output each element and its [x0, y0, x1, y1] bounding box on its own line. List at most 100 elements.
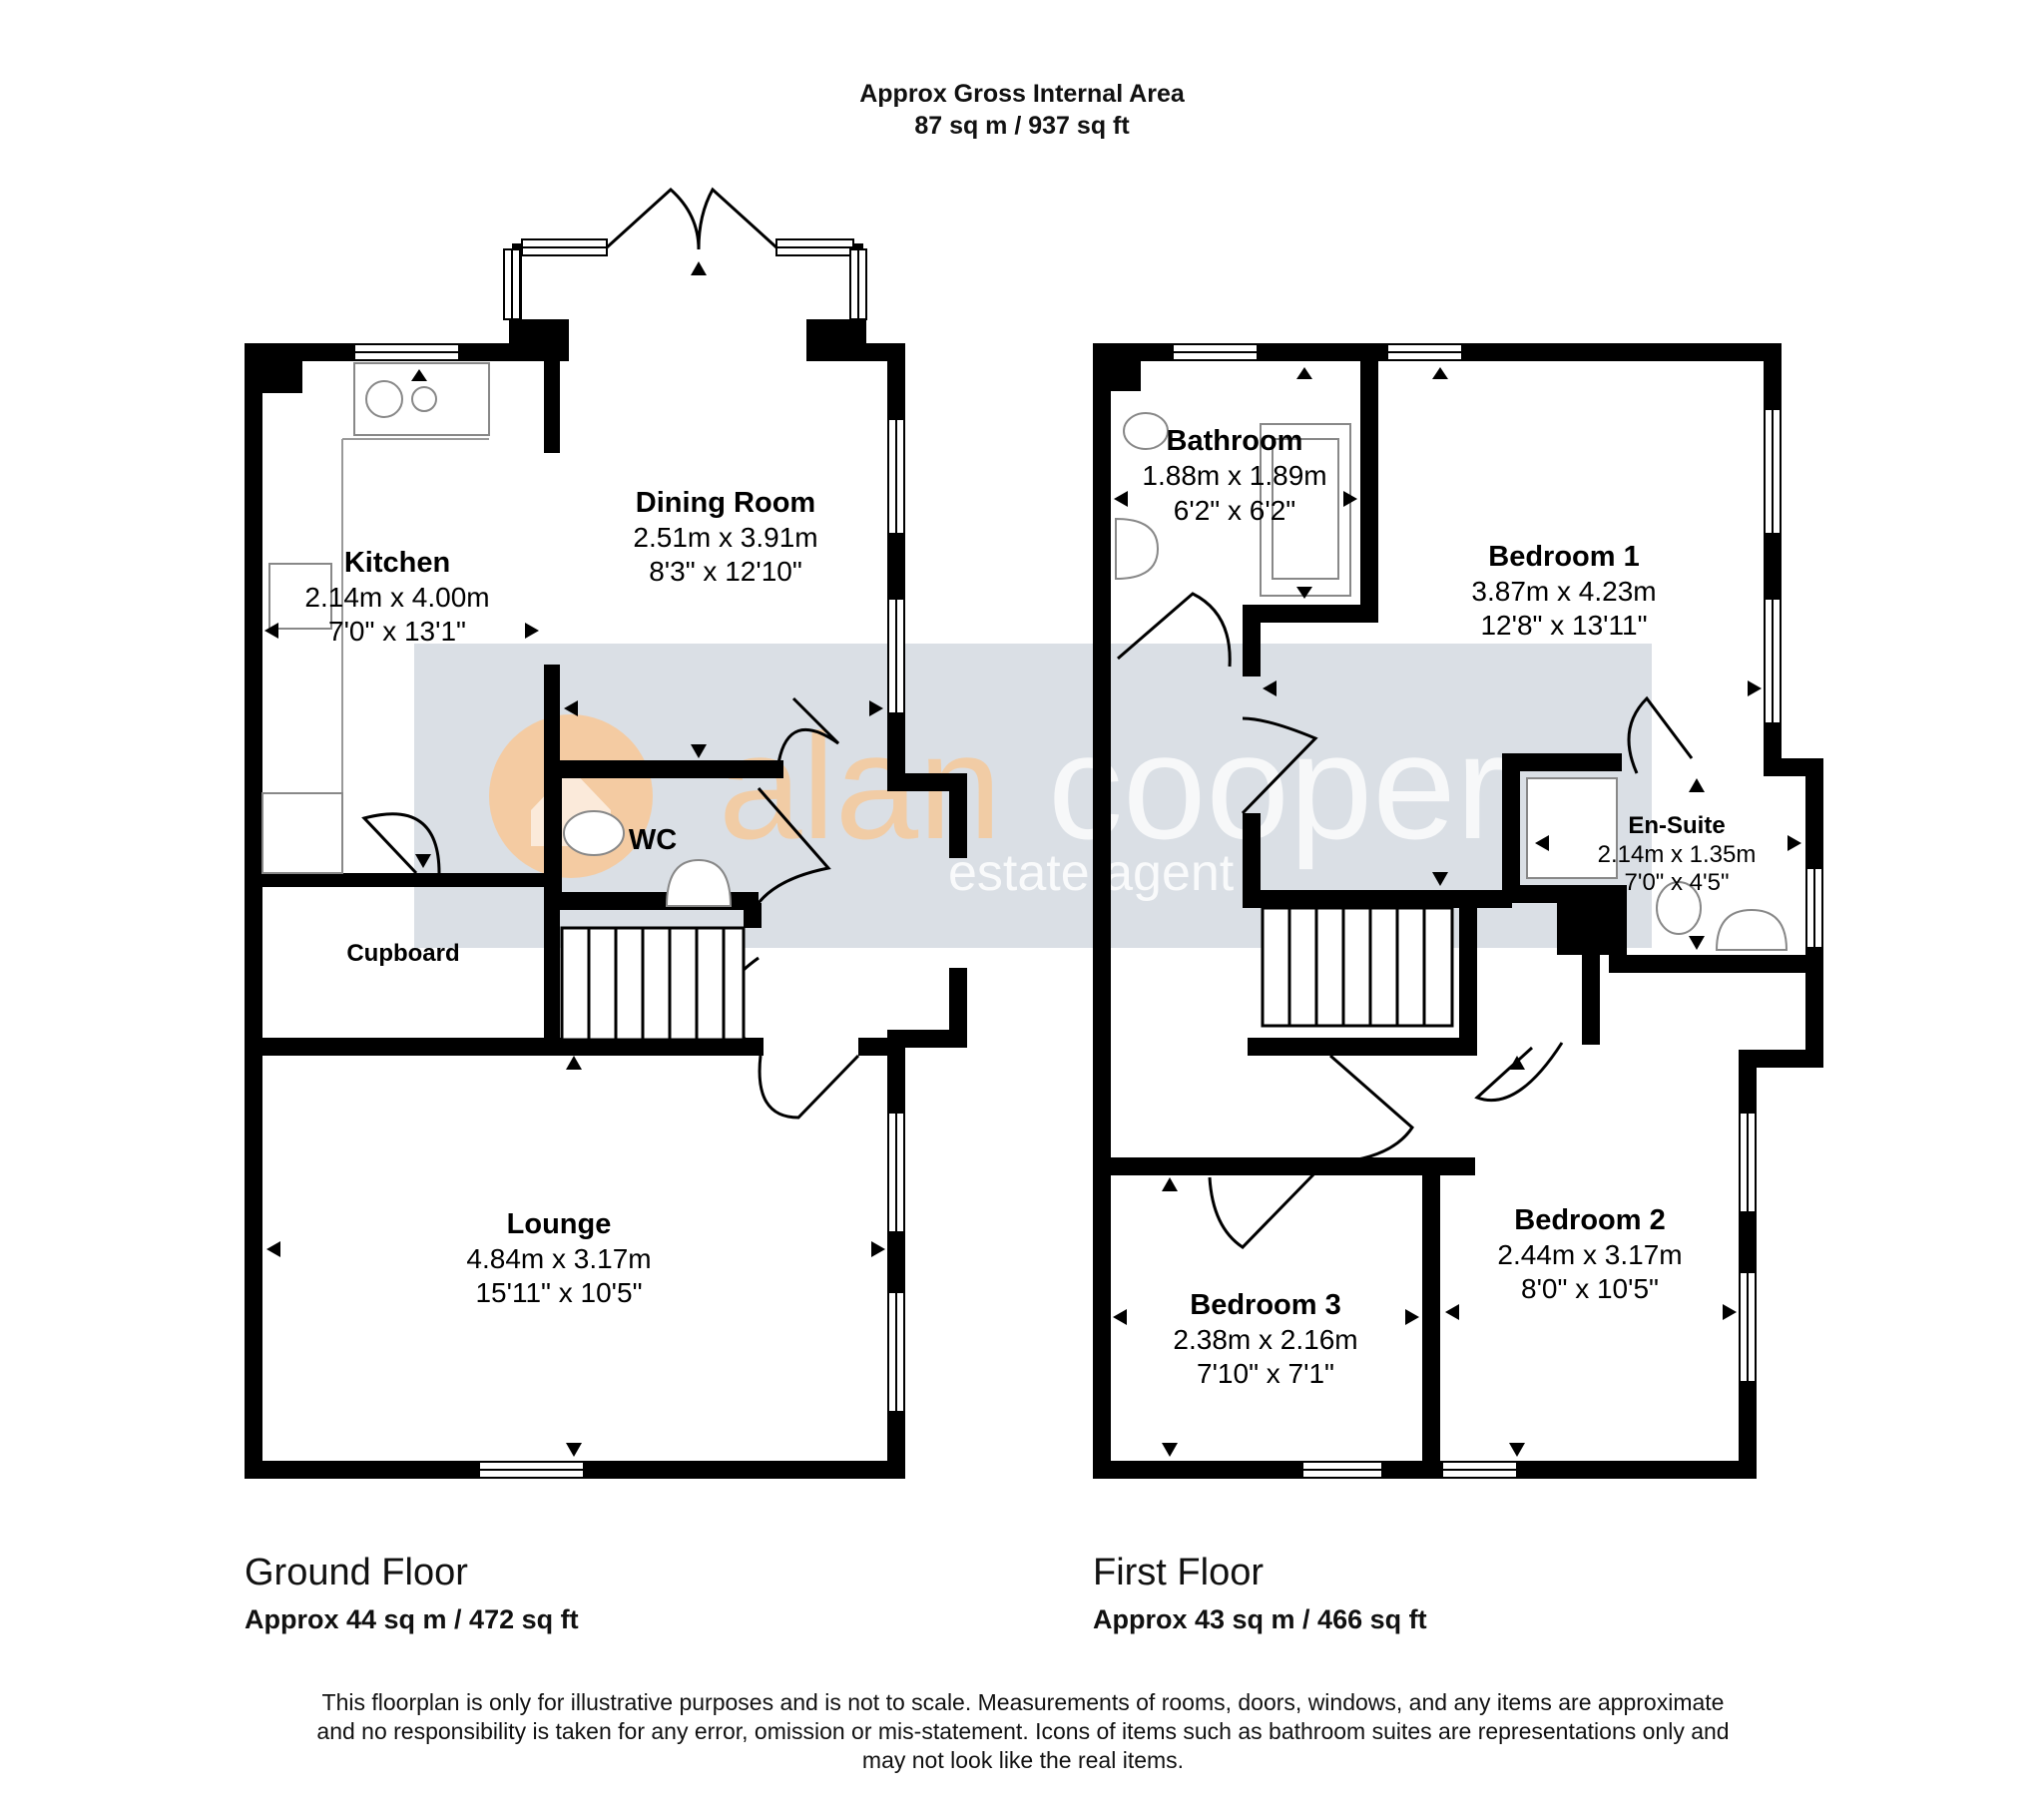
wall: [1320, 1157, 1475, 1175]
window: [353, 343, 460, 361]
measure-arrow: [1296, 587, 1312, 599]
ensuite-imperial: 7'0" x 4'5": [1625, 869, 1730, 896]
window: [849, 248, 867, 320]
sink-bowl-icon: [365, 380, 403, 418]
toilet-icon: [1656, 881, 1702, 935]
kitchen-metric: 2.14m x 4.00m: [304, 582, 489, 613]
window: [1764, 408, 1782, 535]
bedroom1-door[interactable]: [1241, 716, 1318, 815]
wall: [744, 903, 762, 928]
wall: [887, 1030, 967, 1048]
bathroom-name: Bathroom: [1167, 425, 1303, 457]
gross-area-title: Approx Gross Internal Area: [859, 80, 1185, 108]
window: [1805, 867, 1823, 949]
bedroom3-name: Bedroom 3: [1190, 1289, 1340, 1321]
landing-cupboard-door[interactable]: [1474, 1042, 1564, 1103]
basin-icon: [1115, 517, 1160, 581]
bathroom-imperial: 6'2" x 6'2": [1174, 495, 1295, 526]
window: [887, 1291, 905, 1413]
bedroom3-metric: 2.38m x 2.16m: [1173, 1324, 1357, 1355]
dining-room-imperial: 8'3" x 12'10": [649, 556, 802, 587]
wall: [439, 873, 544, 887]
bathroom-door[interactable]: [1117, 592, 1232, 668]
bedroom3-imperial: 7'10" x 7'1": [1197, 1358, 1334, 1389]
measure-arrow: [1162, 1177, 1178, 1191]
wall: [509, 319, 569, 361]
cupboard-name: Cupboard: [346, 940, 459, 967]
measure-arrow: [1405, 1309, 1419, 1325]
ground-floor-area: Approx 44 sq m / 472 sq ft: [245, 1604, 579, 1634]
disclaimer-line: This floorplan is only for illustrative …: [321, 1689, 1725, 1715]
watermark-word-2: cooper: [1048, 702, 1506, 870]
wall: [887, 773, 967, 791]
dining-room-metric: 2.51m x 3.91m: [633, 522, 817, 553]
cupboard-door[interactable]: [361, 812, 441, 875]
bedroom2-name: Bedroom 2: [1514, 1204, 1665, 1236]
measure-arrow: [1296, 367, 1312, 379]
wall: [1502, 885, 1627, 903]
hob-icon: [268, 563, 332, 630]
window: [1739, 1271, 1757, 1383]
wall: [949, 968, 967, 1040]
wall: [1502, 753, 1520, 903]
measure-arrow: [566, 1443, 582, 1457]
wall: [1093, 343, 1111, 1479]
window: [775, 238, 854, 256]
wall: [1248, 1038, 1477, 1056]
window: [1441, 1461, 1518, 1479]
bedroom3-door[interactable]: [1208, 1165, 1322, 1249]
measure-arrow: [1263, 680, 1277, 696]
wall: [262, 361, 302, 393]
wall: [887, 1046, 905, 1479]
measure-arrow: [1509, 1443, 1525, 1457]
watermark-tagline: estate agent: [948, 844, 1235, 902]
wall: [1243, 605, 1261, 677]
stairs: [560, 926, 746, 1042]
shower-icon: [1526, 777, 1618, 879]
ensuite-door[interactable]: [1627, 695, 1694, 774]
wall: [887, 343, 905, 782]
french-door-right[interactable]: [697, 187, 778, 250]
ensuite-metric: 2.14m x 1.35m: [1598, 841, 1757, 868]
wc-door[interactable]: [757, 787, 831, 904]
bedroom2-door[interactable]: [1329, 1054, 1414, 1164]
measure-arrow: [566, 1056, 582, 1070]
measure-arrow: [871, 1241, 885, 1257]
wall: [1422, 1157, 1440, 1479]
wall: [1582, 955, 1600, 1045]
ground-floor-plan: Kitchen 2.14m x 4.00m 7'0" x 13'1" Dinin…: [245, 187, 967, 1479]
french-door-left[interactable]: [605, 187, 701, 250]
wall: [245, 873, 344, 887]
wall: [1111, 1157, 1320, 1175]
wall: [949, 773, 967, 858]
measure-arrow: [264, 623, 278, 639]
kitchen-imperial: 7'0" x 13'1": [328, 616, 466, 647]
dining-room-name: Dining Room: [636, 487, 815, 519]
disclaimer: This floorplan is only for illustrative …: [180, 1688, 1866, 1775]
wall: [1360, 361, 1378, 623]
window: [887, 418, 905, 535]
wall: [1243, 605, 1378, 623]
wall: [245, 343, 354, 361]
measure-arrow: [1432, 872, 1448, 886]
window: [1386, 343, 1463, 361]
window: [478, 1461, 585, 1479]
dining-door[interactable]: [776, 696, 840, 764]
wall: [1757, 1050, 1823, 1068]
measure-arrow: [411, 369, 427, 381]
measure-arrow: [1689, 936, 1705, 950]
wall: [544, 878, 560, 1038]
bedroom1-name: Bedroom 1: [1488, 541, 1639, 573]
window: [521, 238, 608, 256]
measure-arrow: [1113, 1309, 1127, 1325]
measure-arrow: [1343, 491, 1357, 507]
window: [1764, 598, 1782, 724]
basin-icon: [1715, 908, 1788, 951]
wall: [1502, 753, 1622, 771]
lounge-imperial: 15'11" x 10'5": [475, 1277, 642, 1308]
window: [503, 248, 521, 320]
lounge-door[interactable]: [758, 1054, 860, 1120]
wall: [1111, 361, 1141, 391]
wall: [544, 760, 783, 778]
